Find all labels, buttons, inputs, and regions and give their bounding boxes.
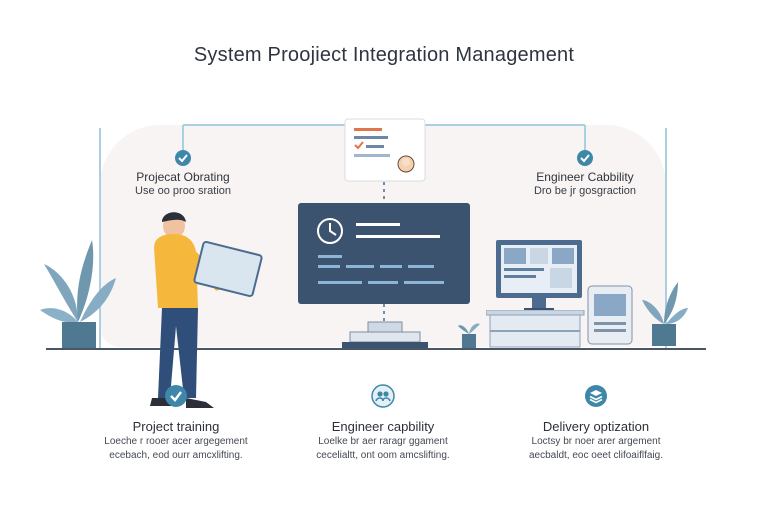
potted-plant-right (642, 282, 688, 346)
potted-plant-large (40, 240, 116, 348)
page-title: System Proojiect Integration Management (193, 44, 575, 66)
top-right-label: Engineer Cabbility Dro be jr gosgraction (520, 170, 650, 198)
top-right-title: Engineer Cabbility (536, 170, 634, 184)
device-hub (342, 321, 428, 348)
feature-title: Engineer capbility (331, 419, 435, 434)
check-shield-icon (165, 385, 187, 407)
feature-desc-line1: Loelke br aer raragr ggament (318, 436, 448, 447)
small-plant (458, 323, 480, 348)
feature-desc-line2: ecebach, eod ourr amcxlifting. (109, 450, 243, 461)
people-icon (371, 384, 395, 408)
feature-desc-line2: aecbaldt, eoc oeet clifoaiflfaig. (529, 450, 663, 461)
desk (486, 310, 585, 348)
person-with-tablet (150, 212, 263, 408)
dashboard-monitor (298, 203, 470, 304)
top-left-subtitle: Use oo proo sration (135, 185, 231, 197)
feature-engineer-capability: Engineer capbility Loelke br aer raragr … (283, 384, 483, 462)
top-left-label: Projecat Obrating Use oo proo sration (118, 170, 248, 198)
desktop-computer (496, 240, 582, 312)
feature-title: Delivery optization (542, 419, 650, 434)
feature-desc-line1: Loctsy br noer arer argement (531, 436, 661, 447)
feature-delivery-optimization: Delivery optization Loctsy br noer arer … (496, 384, 696, 462)
feature-desc-line2: cecelialtt, ont oom amcslifting. (316, 450, 450, 461)
feature-project-training: Project training Loeche r rooer acer arg… (76, 384, 276, 462)
check-circle-icon (577, 150, 593, 166)
server-cabinet (587, 285, 633, 345)
layers-icon (585, 385, 607, 407)
top-left-title: Projecat Obrating (136, 170, 230, 184)
feature-desc-line1: Loeche r rooer acer argegement (104, 436, 248, 447)
top-right-subtitle: Dro be jr gosgraction (533, 185, 637, 197)
task-card (344, 118, 426, 182)
check-circle-icon (175, 150, 191, 166)
feature-title: Project training (132, 419, 220, 434)
